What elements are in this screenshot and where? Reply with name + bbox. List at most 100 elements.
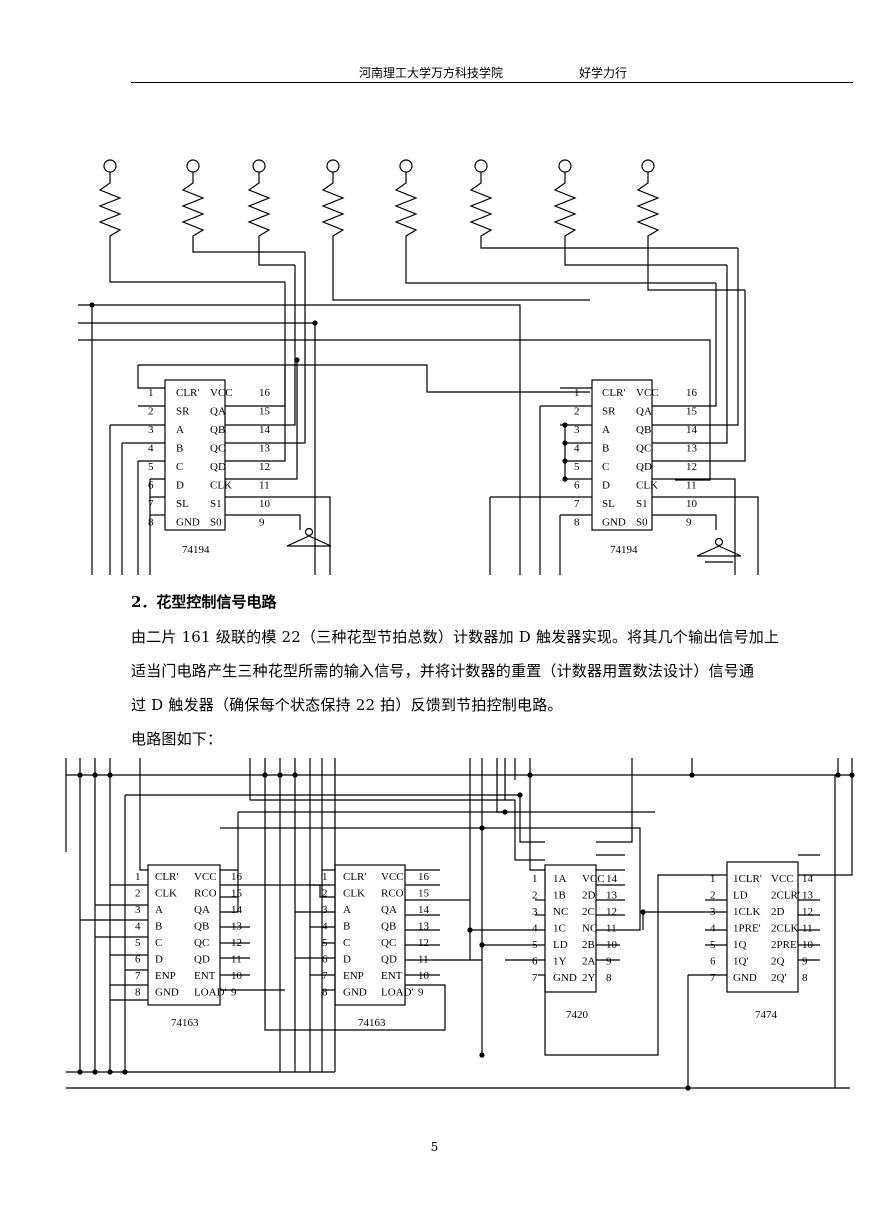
pin-number: 9 — [231, 987, 237, 999]
pin-signal: SL — [176, 498, 189, 510]
pin-number: 12 — [231, 937, 242, 949]
pin-signal: 2Q — [771, 956, 785, 968]
pin-number: 16 — [231, 871, 243, 883]
pin-signal: A — [176, 424, 184, 436]
pin-signal: C — [176, 461, 183, 473]
paragraph-line-1: 由二片 161 级联的模 22（三种花型节拍总数）计数器加 D 触发器实现。将其… — [131, 628, 780, 646]
pin-signal: QD — [194, 954, 210, 966]
pin-signal: B — [155, 921, 162, 933]
pin-signal: QA — [381, 904, 397, 916]
pin-number: 6 — [322, 954, 328, 966]
pin-number: 14 — [606, 873, 618, 885]
pin-number: 16 — [259, 387, 271, 399]
pin-signal: VCC — [194, 871, 217, 883]
pin-signal: D — [343, 954, 351, 966]
pin-signal: VCC — [381, 871, 404, 883]
pin-number: 1 — [574, 387, 580, 399]
pin-number: 7 — [574, 498, 580, 510]
pin-number: 9 — [802, 956, 808, 968]
pin-number: 16 — [418, 871, 430, 883]
pin-number: 12 — [418, 937, 429, 949]
pin-signal: 1Q' — [733, 956, 748, 968]
pin-number: 8 — [606, 972, 612, 984]
pin-number: 15 — [686, 406, 698, 418]
pin-signal: D — [155, 954, 163, 966]
chip-part-number: 74163 — [358, 1017, 386, 1029]
pin-number: 5 — [710, 939, 716, 951]
pin-signal: QB — [210, 424, 225, 436]
pin-signal: 2B — [582, 939, 595, 951]
pin-number: 2 — [574, 406, 580, 418]
pin-number: 11 — [686, 480, 697, 492]
pin-number: 15 — [418, 888, 430, 900]
pin-number: 8 — [135, 987, 141, 999]
pin-number: 5 — [532, 939, 538, 951]
pin-signal: QA — [194, 904, 210, 916]
pin-signal: QB — [636, 424, 651, 436]
pin-number: 13 — [606, 890, 618, 902]
pin-number: 12 — [259, 461, 270, 473]
pin-number: 1 — [148, 387, 154, 399]
pin-number: 12 — [802, 906, 813, 918]
pin-number: 3 — [532, 906, 538, 918]
pin-number: 16 — [686, 387, 698, 399]
pin-number: 15 — [231, 888, 243, 900]
pin-signal: S1 — [636, 498, 648, 510]
pin-signal: QC — [381, 937, 396, 949]
pin-signal: ENT — [194, 970, 216, 982]
pin-signal: SR — [176, 406, 190, 418]
pin-signal: B — [602, 443, 609, 455]
pin-signal: QD — [210, 461, 226, 473]
pin-signal: QB — [381, 921, 396, 933]
pin-signal: LD — [733, 890, 748, 902]
pin-number: 14 — [231, 904, 243, 916]
pin-signal: SL — [602, 498, 615, 510]
pin-number: 3 — [322, 904, 328, 916]
chip-7420 — [544, 864, 597, 993]
pin-number: 14 — [802, 873, 814, 885]
pin-signal: A — [343, 904, 351, 916]
pin-number: 11 — [259, 480, 270, 492]
chip-74163-first — [147, 864, 221, 1006]
pin-signal: 2CLK — [771, 923, 799, 935]
pin-number: 7 — [710, 972, 716, 984]
pin-number: 5 — [135, 937, 141, 949]
pin-number: 3 — [135, 904, 141, 916]
pin-number: 4 — [574, 443, 580, 455]
pin-signal: CLK — [210, 480, 232, 492]
pin-signal: CLR' — [343, 871, 366, 883]
diagram-caption: 电路图如下： — [131, 730, 223, 748]
pin-number: 6 — [148, 480, 154, 492]
pin-number: 2 — [322, 888, 328, 900]
pin-number: 13 — [231, 921, 243, 933]
pin-signal: LD — [553, 939, 568, 951]
pin-number: 14 — [259, 424, 271, 436]
page-number: 5 — [430, 1140, 439, 1154]
pin-number: 4 — [148, 443, 154, 455]
pin-number: 5 — [148, 461, 154, 473]
chip-74194-left — [164, 379, 226, 531]
pin-signal: 1B — [553, 890, 566, 902]
pin-number: 10 — [802, 939, 814, 951]
pin-signal: 2D — [771, 906, 785, 918]
pin-signal: 2PRE' — [771, 939, 799, 951]
pin-signal: CLK — [155, 888, 177, 900]
pin-number: 13 — [686, 443, 698, 455]
pin-number: 10 — [606, 939, 618, 951]
pin-signal: B — [176, 443, 183, 455]
pin-number: 7 — [322, 970, 328, 982]
pin-number: 13 — [802, 890, 814, 902]
chip-74163-second — [334, 864, 406, 1006]
pin-number: 3 — [710, 906, 716, 918]
pin-signal: ENP — [155, 970, 176, 982]
pin-signal: QC — [194, 937, 209, 949]
pin-number: 8 — [148, 517, 154, 529]
pin-number: 9 — [259, 517, 265, 529]
pin-signal: CLR' — [176, 387, 199, 399]
pin-signal: VCC — [636, 387, 659, 399]
chip-7474 — [726, 861, 799, 993]
pin-number: 14 — [418, 904, 430, 916]
